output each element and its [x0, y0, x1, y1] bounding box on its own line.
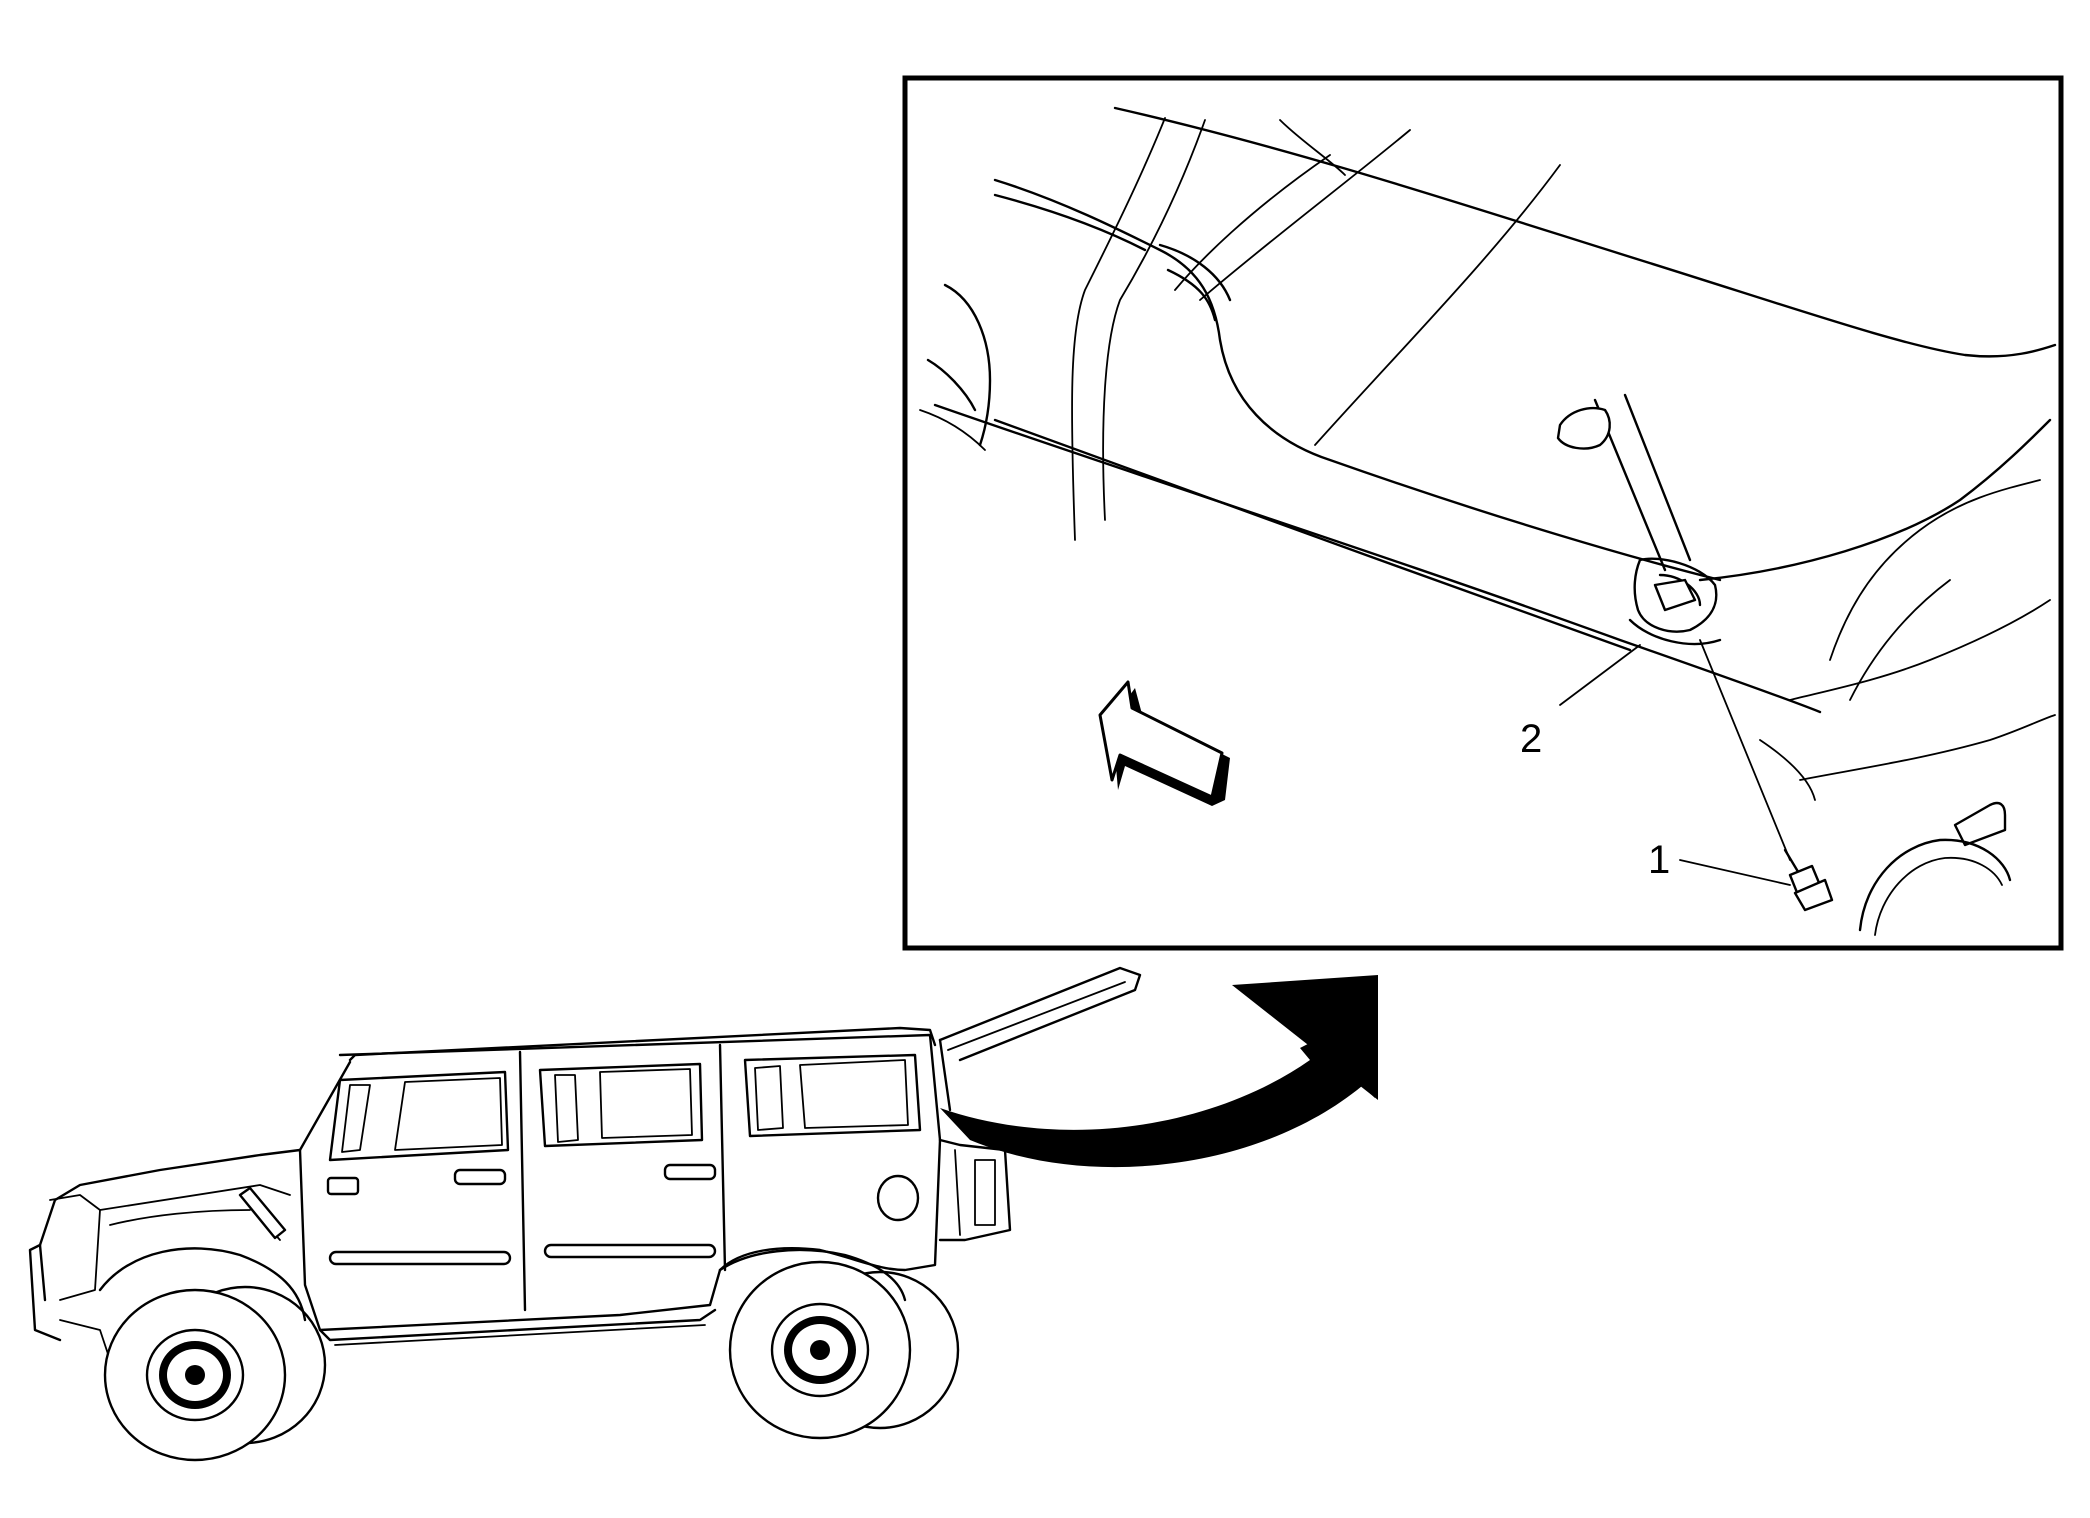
inset-frame [902, 75, 2064, 951]
vehicle-side-view [28, 966, 1142, 1462]
callout-label-2: 2 [1520, 717, 1542, 761]
callout-label-1: 1 [1648, 838, 1670, 882]
rear-body-panel [919, 106, 2057, 936]
forward-direction-arrow [1098, 680, 1230, 806]
bolt [1783, 848, 1834, 912]
latch-strap [1556, 393, 1791, 861]
detail-inset: 2 1 [902, 75, 2064, 951]
callout-2: 2 [1520, 644, 1641, 761]
zoom-pointer-arrow [940, 975, 1378, 1168]
callout-1: 1 [1648, 838, 1791, 886]
